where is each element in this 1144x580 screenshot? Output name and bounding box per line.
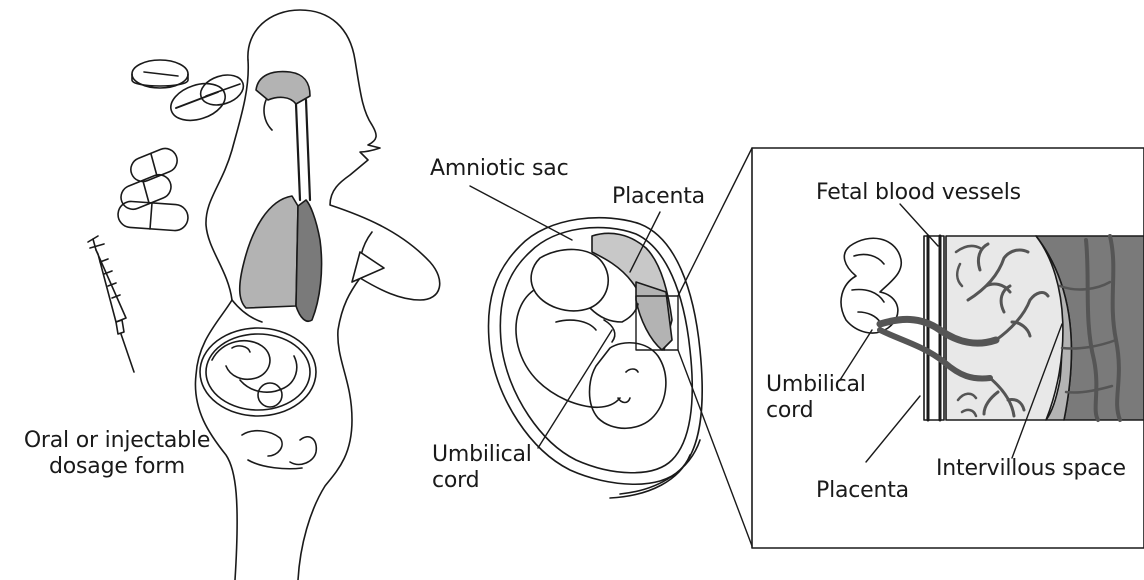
tablet-icon	[132, 60, 188, 88]
umbilical-cord-middle-line2: cord	[432, 468, 532, 494]
capsule-icon	[127, 145, 180, 185]
dosage-form-label-line1: Oral or injectable	[6, 428, 228, 454]
tablet-icon	[197, 70, 247, 110]
upper-airway	[256, 72, 310, 200]
umbilical-cord-label-middle: Umbilical cord	[432, 442, 532, 494]
lungs	[240, 196, 322, 321]
umbilical-cord-label-box: Umbilical cord	[766, 372, 866, 424]
dosage-form-label: Oral or injectable dosage form	[6, 428, 228, 480]
dosage-form-label-line2: dosage form	[6, 454, 228, 480]
capsule-icon	[117, 201, 189, 232]
amniotic-sac-label: Amniotic sac	[430, 156, 568, 182]
stomach	[352, 252, 384, 282]
pelvis-outline	[242, 431, 316, 469]
umbilical-cord-middle-line1: Umbilical	[432, 442, 532, 468]
small-uterus-fetus	[200, 328, 316, 416]
umbilical-cord-box-line2: cord	[766, 398, 866, 424]
intervillous-space-label: Intervillous space	[936, 456, 1126, 482]
umbilical-cord-box-line1: Umbilical	[766, 372, 866, 398]
placenta-label-middle: Placenta	[612, 184, 705, 210]
syringe-icon	[88, 236, 134, 372]
capsule-icon	[117, 171, 174, 213]
placenta-detail-art	[841, 236, 1144, 420]
zoom-line-top	[678, 148, 752, 296]
zoom-line-bottom	[678, 350, 752, 546]
placenta-label-box: Placenta	[816, 478, 909, 504]
fetal-blood-vessels-label: Fetal blood vessels	[816, 180, 1021, 206]
